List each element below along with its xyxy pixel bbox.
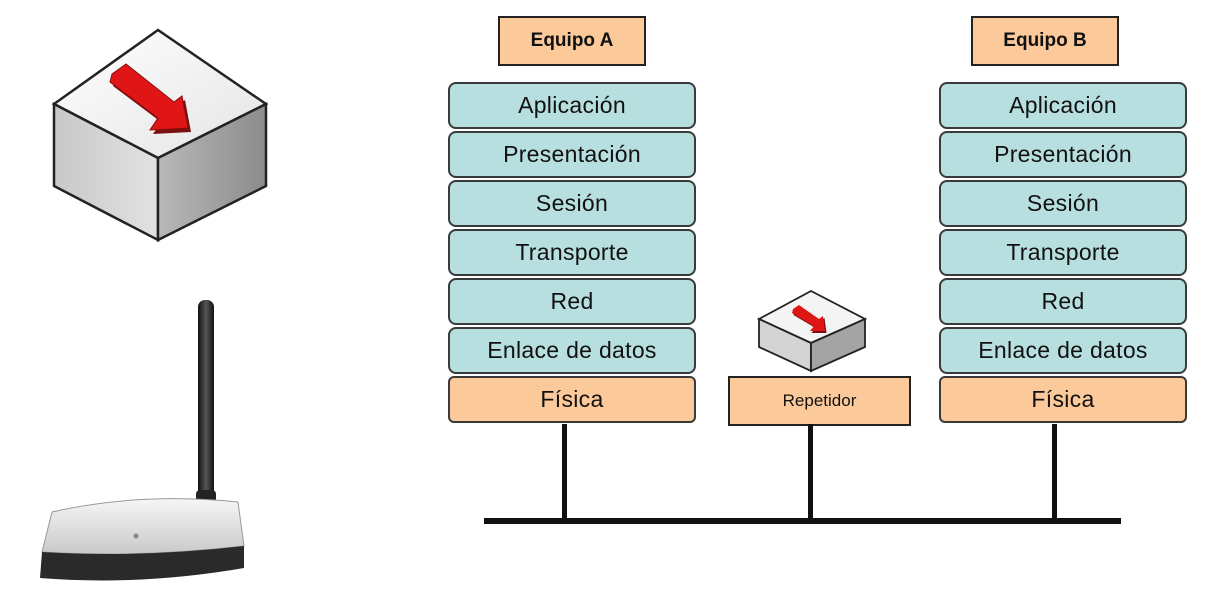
network-bus-line [484, 518, 1121, 524]
osi-stack-device-a: Aplicación Presentación Sesión Transport… [448, 82, 696, 425]
osi-stack-device-b: Aplicación Presentación Sesión Transport… [939, 82, 1187, 425]
red-arrow-icon [109, 63, 191, 134]
layer-presentation: Presentación [939, 131, 1187, 178]
repeater-small-icon [757, 289, 867, 373]
layer-data-link: Enlace de datos [939, 327, 1187, 374]
repeater-label: Repetidor [728, 376, 911, 426]
layer-data-link: Enlace de datos [448, 327, 696, 374]
device-b-connector [1052, 424, 1057, 520]
layer-application: Aplicación [939, 82, 1187, 129]
device-b-title: Equipo B [971, 16, 1119, 66]
device-a-title: Equipo A [498, 16, 646, 66]
layer-presentation: Presentación [448, 131, 696, 178]
layer-physical: Física [939, 376, 1187, 423]
repeater-connector [808, 424, 813, 520]
layer-network: Red [448, 278, 696, 325]
layer-session: Sesión [448, 180, 696, 227]
wireless-router-icon [40, 300, 245, 581]
repeater-cube-icon [51, 28, 269, 243]
layer-network: Red [939, 278, 1187, 325]
device-a-connector [562, 424, 567, 520]
layer-application: Aplicación [448, 82, 696, 129]
layer-session: Sesión [939, 180, 1187, 227]
layer-transport: Transporte [448, 229, 696, 276]
layer-physical: Física [448, 376, 696, 423]
layer-transport: Transporte [939, 229, 1187, 276]
